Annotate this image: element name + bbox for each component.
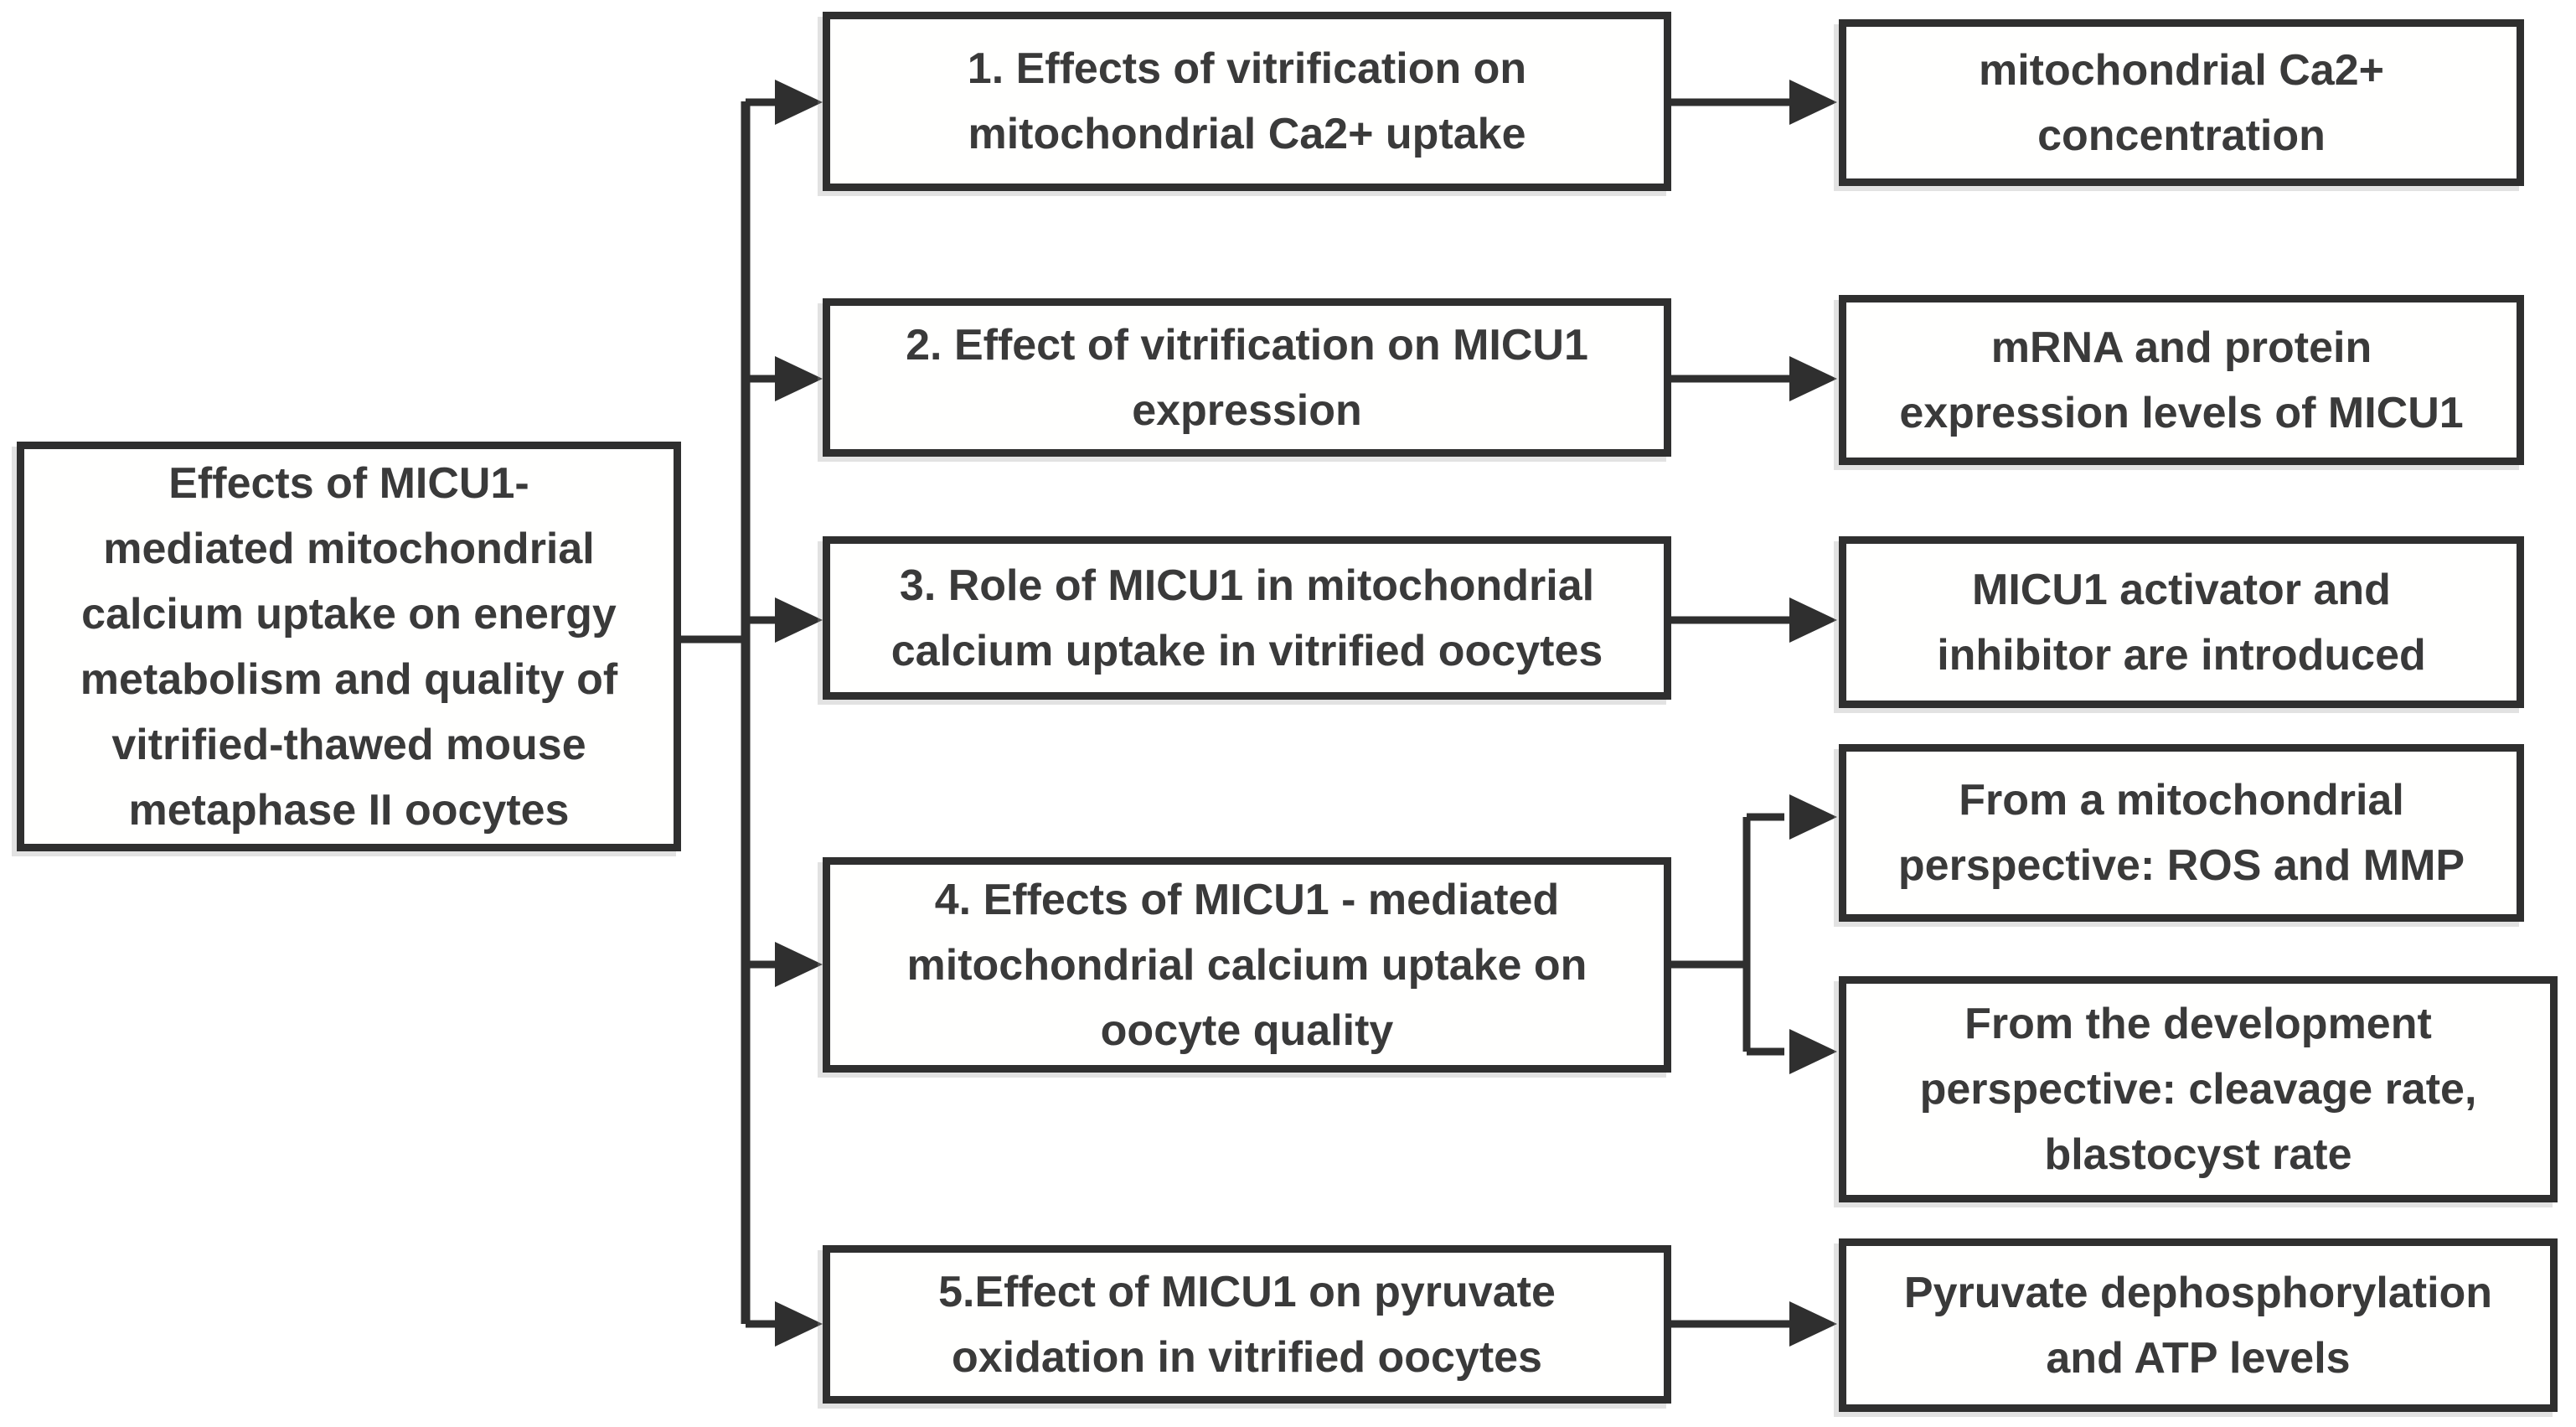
topic-box-5-label: 5.Effect of MICU1 on pyruvate oxidation …: [938, 1267, 1556, 1382]
outcome-box-1-label: mitochondrial Ca2+ concentration: [1979, 45, 2384, 160]
arrow-topic-5-to-outcome: [1671, 1301, 1837, 1347]
topic-box-3: 3. Role of MICU1 in mitochondrial calciu…: [823, 536, 1671, 700]
outcome-box-5: Pyruvate dephosphorylation and ATP level…: [1839, 1238, 2558, 1412]
root-box-label: Effects of MICU1- mediated mitochondrial…: [80, 458, 618, 835]
root-box: Effects of MICU1- mediated mitochondrial…: [17, 442, 681, 851]
outcome-box-4a-label: From a mitochondrial perspective: ROS an…: [1897, 776, 2465, 890]
outcome-box-4b: From the development perspective: cleava…: [1839, 976, 2558, 1202]
arrow-trunk-to-topic-1: [746, 80, 823, 125]
outcome-box-3-label: MICU1 activator and inhibitor are introd…: [1937, 565, 2426, 680]
outcome-box-4a: From a mitochondrial perspective: ROS an…: [1839, 744, 2524, 922]
topic-box-1: 1. Effects of vitrification on mitochond…: [823, 12, 1671, 191]
arrow-trunk-to-topic-5: [746, 1301, 823, 1347]
arrow-topic-3-to-outcome: [1671, 597, 1837, 643]
arrow-topic-2-to-outcome: [1671, 356, 1837, 401]
arrow-topic-1-to-outcome: [1671, 80, 1837, 125]
topic-box-3-label: 3. Role of MICU1 in mitochondrial calciu…: [891, 561, 1603, 675]
topic-box-5: 5.Effect of MICU1 on pyruvate oxidation …: [823, 1245, 1671, 1404]
topic-box-1-label: 1. Effects of vitrification on mitochond…: [967, 44, 1527, 158]
topic-box-4: 4. Effects of MICU1 - mediated mitochond…: [823, 857, 1671, 1073]
topic-box-2: 2. Effect of vitrification on MICU1 expr…: [823, 298, 1671, 457]
outcome-box-2: mRNA and protein expression levels of MI…: [1839, 295, 2524, 465]
topic-box-2-label: 2. Effect of vitrification on MICU1 expr…: [906, 320, 1588, 435]
topic-box-4-label: 4. Effects of MICU1 - mediated mitochond…: [906, 875, 1587, 1055]
arrow-trunk-to-topic-3: [746, 597, 823, 643]
outcome-box-5-label: Pyruvate dephosphorylation and ATP level…: [1903, 1268, 2493, 1383]
arrow-trunk-to-topic-2: [746, 356, 823, 401]
arrow-trunk-to-topic-4: [746, 942, 823, 987]
outcome-box-1: mitochondrial Ca2+ concentration: [1839, 19, 2524, 186]
outcome-box-2-label: mRNA and protein expression levels of MI…: [1899, 323, 2464, 437]
outcome-box-3: MICU1 activator and inhibitor are introd…: [1839, 536, 2524, 708]
connector-topic-4-split: [1671, 794, 1837, 1074]
outcome-box-4b-label: From the development perspective: cleava…: [1919, 1000, 2477, 1179]
